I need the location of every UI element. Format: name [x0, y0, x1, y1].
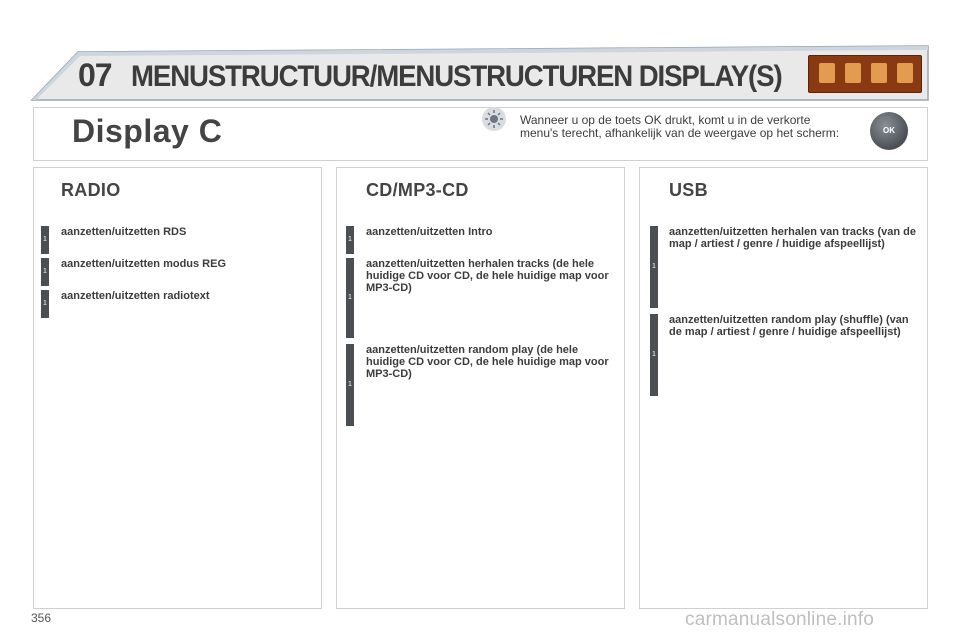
- display-title: Display C: [72, 113, 223, 149]
- header-banner: [30, 45, 929, 101]
- menu-item: aanzetten/uitzetten radiotext: [61, 290, 210, 302]
- chapter-header: 07 MENUSTRUCTUUR/MENUSTRUCTUREN DISPLAY(…: [0, 0, 960, 110]
- level-marker: 1: [346, 226, 354, 254]
- menu-item: aanzetten/uitzetten RDS: [61, 226, 187, 238]
- menu-item: aanzetten/uitzetten herhalen tracks (de …: [366, 258, 609, 294]
- level-marker: 1: [346, 258, 354, 338]
- level-marker: 1: [650, 226, 658, 308]
- usb-column: [639, 167, 928, 609]
- menu-item: aanzetten/uitzetten random play (de hele…: [366, 344, 609, 380]
- menu-item: aanzetten/uitzetten random play (shuffle…: [669, 314, 909, 338]
- cd-mp3-column: [336, 167, 625, 609]
- menu-item: aanzetten/uitzetten herhalen van tracks …: [669, 226, 916, 250]
- menu-item: aanzetten/uitzetten modus REG: [61, 258, 227, 270]
- ok-button-icon: OK: [870, 112, 908, 150]
- intro-text: Wanneer u op de toets OK drukt, komt u i…: [520, 113, 840, 140]
- display-menu-thumbnail-icon: [808, 55, 922, 93]
- level-marker: 1: [650, 314, 658, 396]
- level-marker: 1: [346, 344, 354, 426]
- radio-title: RADIO: [61, 180, 121, 200]
- page-number: 356: [31, 611, 52, 625]
- chapter-number: 07: [78, 57, 113, 93]
- menu-item: aanzetten/uitzetten Intro: [366, 226, 493, 238]
- radio-column: [33, 167, 322, 609]
- lightbulb-icon: [482, 107, 506, 131]
- cd-mp3-title: CD/MP3-CD: [366, 180, 469, 200]
- watermark: carmanualsonline.info: [685, 609, 875, 630]
- level-marker: 1: [41, 226, 49, 254]
- intro-panel: [33, 107, 928, 161]
- level-marker: 1: [41, 290, 49, 318]
- level-marker: 1: [41, 258, 49, 286]
- chapter-title: MENUSTRUCTUUR/MENUSTRUCTUREN DISPLAY(S): [131, 60, 783, 93]
- usb-title: USB: [669, 180, 708, 200]
